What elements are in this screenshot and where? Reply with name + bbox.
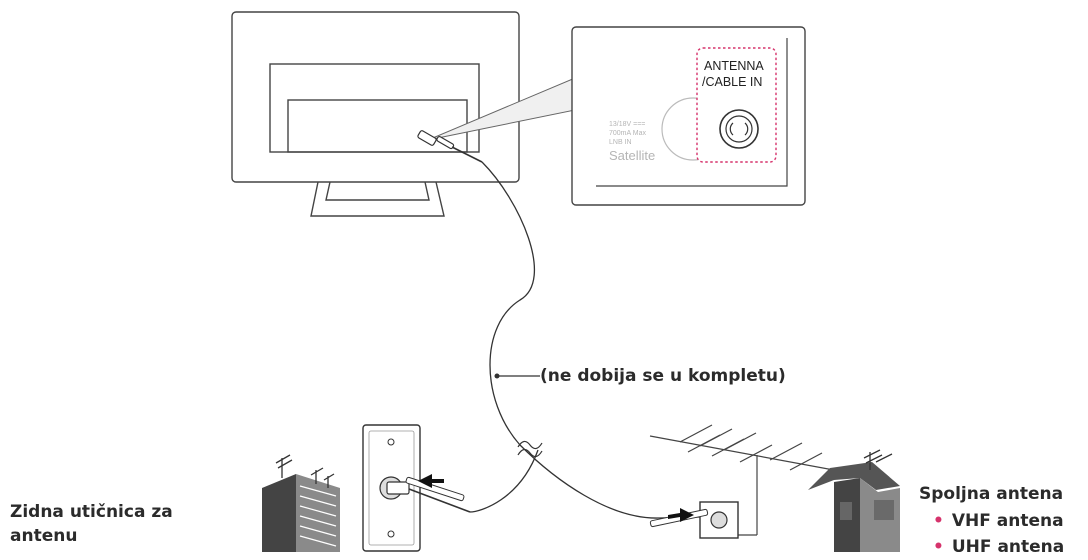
coax-cable-branch <box>469 449 539 513</box>
wall-outlet-label: Zidna utičnica za antenu <box>10 502 173 546</box>
outdoor-antenna-list: •VHF antena •UHF antena <box>933 508 1064 560</box>
outdoor-antenna <box>649 424 851 536</box>
cable-note: (ne dobija se u kompletu) <box>540 366 786 386</box>
bullet-icon: • <box>933 537 944 557</box>
antenna-label-1: ANTENNA <box>704 59 764 73</box>
bullet-icon: • <box>933 511 944 531</box>
antenna-label-2: /CABLE IN <box>702 75 762 89</box>
coax-cable <box>481 161 701 519</box>
zoom-callout <box>427 77 576 141</box>
sat-name: Satellite <box>609 148 655 163</box>
tv-connector <box>417 130 483 163</box>
wall-outlet-plate <box>362 424 471 552</box>
house <box>808 449 900 552</box>
antenna-port <box>719 109 759 149</box>
sat-spec-3: LNB IN <box>609 139 632 146</box>
sat-spec-2: 700mA Max <box>609 130 646 137</box>
list-item: •VHF antena <box>933 511 1064 531</box>
antenna-insert-arrow <box>668 508 694 522</box>
list-item: •UHF antena <box>933 537 1065 557</box>
sat-spec-1: 13/18V === <box>609 121 645 128</box>
outdoor-antenna-label: Spoljna antena <box>919 484 1064 504</box>
wall-insert-arrow <box>418 474 444 488</box>
apartment-buildings <box>262 454 340 552</box>
tv-back <box>231 11 520 217</box>
cable-break-mark <box>517 440 543 458</box>
antenna-highlight <box>696 47 777 163</box>
connector-panel: ANTENNA /CABLE IN 13/18V === 700mA Max L… <box>571 26 806 206</box>
antenna-jack-box <box>649 501 739 539</box>
